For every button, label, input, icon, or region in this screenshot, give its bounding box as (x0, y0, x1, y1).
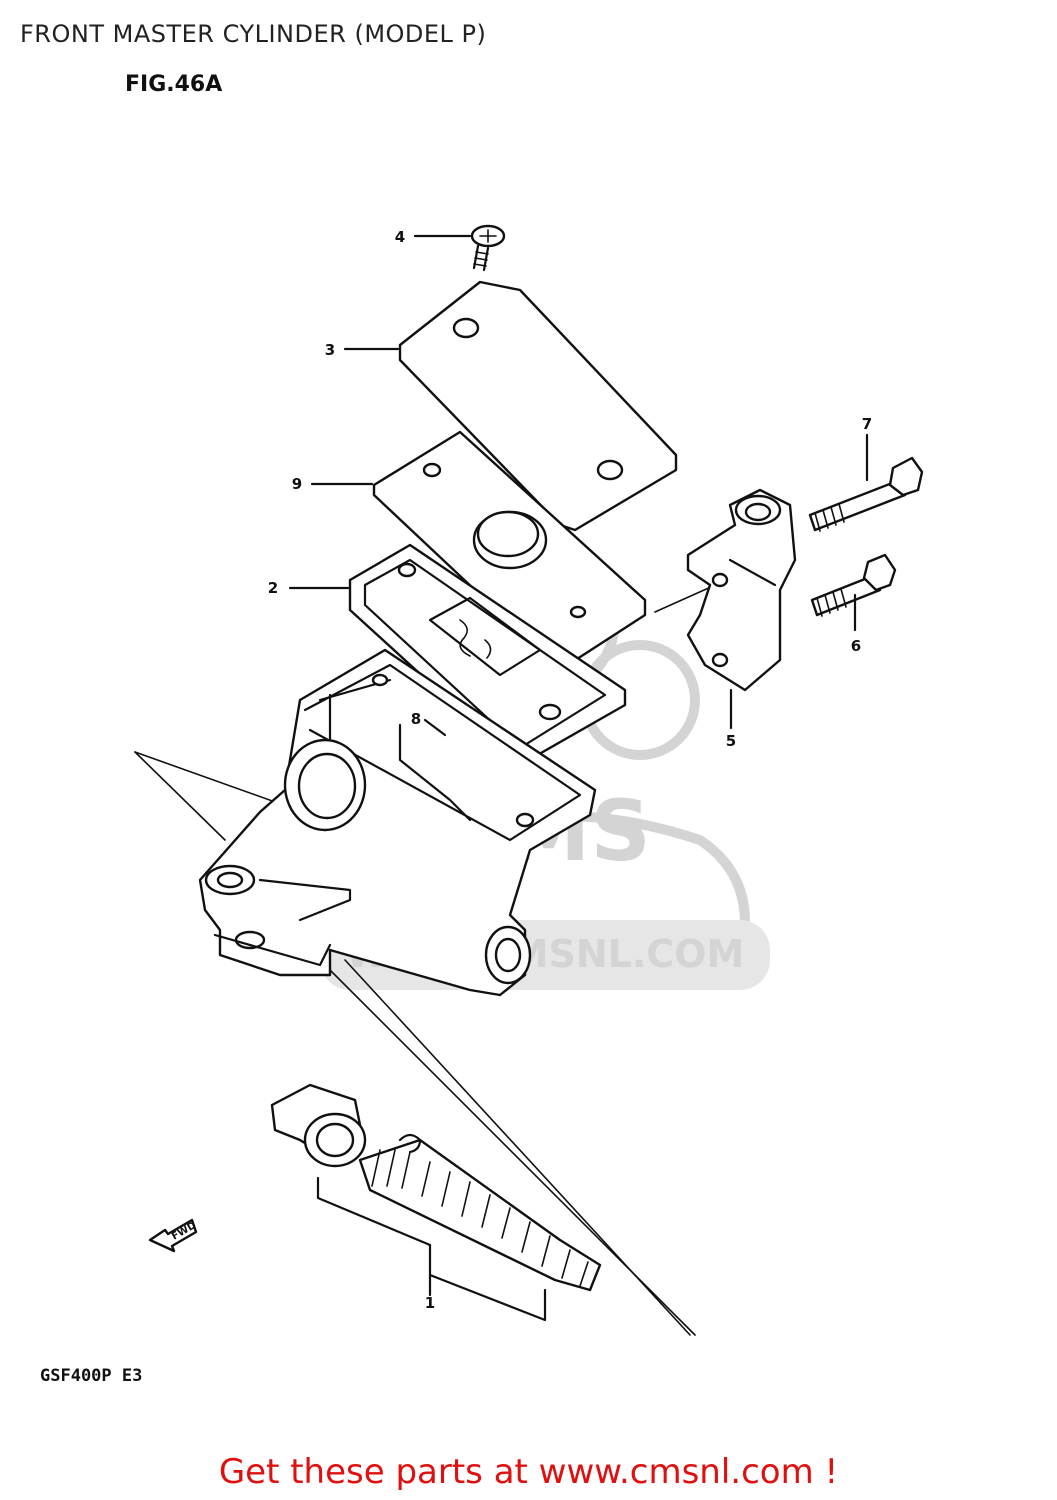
callout-7: 7 (861, 415, 873, 433)
callout-8: 8 (410, 710, 422, 728)
part-1-bracket (316, 1176, 547, 1322)
part-4-screw (470, 224, 506, 272)
callout-leaders (288, 234, 869, 1297)
page-title: FRONT MASTER CYLINDER (MODEL P) (20, 20, 487, 48)
callout-2: 2 (267, 579, 279, 597)
part-7-bolt (808, 456, 924, 532)
callout-3: 3 (324, 341, 336, 359)
fwd-arrow (148, 1218, 198, 1253)
figure-label: FIG.46A (125, 72, 223, 97)
callout-5: 5 (725, 732, 737, 750)
callout-6: 6 (850, 637, 862, 655)
get-parts-link[interactable]: Get these parts at www.cmsnl.com ! (218, 1452, 839, 1492)
part-3-reservoir-cap (398, 280, 678, 532)
callout-9: 9 (291, 475, 303, 493)
part-6-bolt (810, 553, 897, 617)
callout-4: 4 (394, 228, 406, 246)
part-5-clamp (686, 488, 797, 692)
part-1-piston-kit (270, 1083, 602, 1292)
model-code: GSF400P E3 (40, 1366, 143, 1386)
part-9-plate (372, 430, 647, 672)
part-2-diaphragm (348, 543, 627, 767)
callout-1: 1 (424, 1294, 436, 1312)
master-cylinder-body (198, 648, 597, 997)
